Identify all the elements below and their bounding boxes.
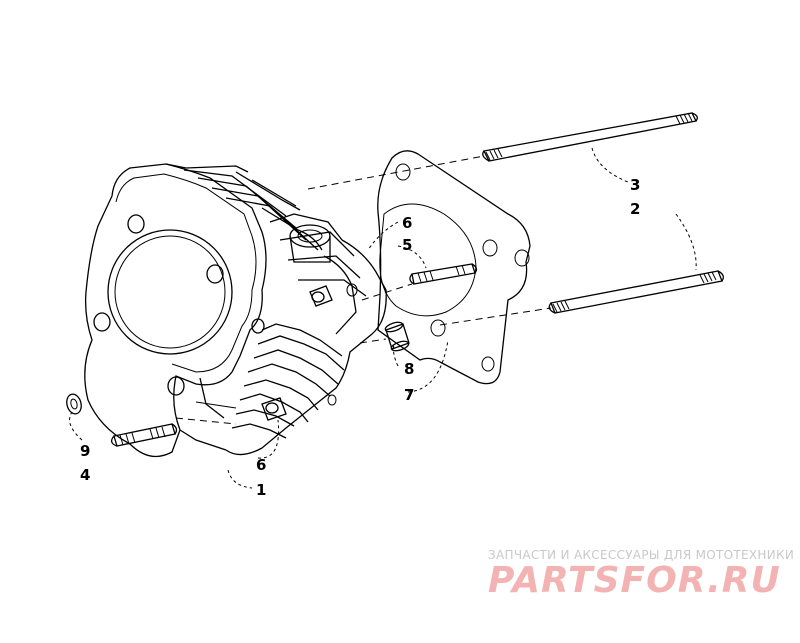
washer	[66, 393, 82, 415]
label-part-9: 9	[80, 442, 90, 460]
watermark-logo: PARTSFOR.RU	[488, 560, 781, 601]
label-part-4: 4	[80, 466, 90, 484]
cylinder-base-gasket	[377, 150, 531, 385]
label-part-7: 7	[404, 386, 414, 404]
long-stud-lower	[548, 270, 724, 314]
label-part-6-lower: 6	[256, 456, 266, 474]
dowel-pin	[384, 321, 410, 352]
label-part-3: 3	[630, 176, 640, 194]
label-part-5: 5	[402, 236, 412, 254]
long-stud-upper	[482, 112, 698, 162]
short-stud	[409, 263, 478, 285]
cylinder-body	[84, 163, 387, 458]
watermark-tagline: ЗАПЧАСТИ И АКСЕССУАРЫ ДЛЯ МОТОТЕХНИКИ	[488, 548, 795, 562]
label-part-8: 8	[404, 360, 414, 378]
front-stud	[110, 423, 178, 447]
label-part-2: 2	[630, 200, 640, 218]
label-part-6-upper: 6	[402, 214, 412, 232]
label-part-1: 1	[256, 481, 266, 499]
